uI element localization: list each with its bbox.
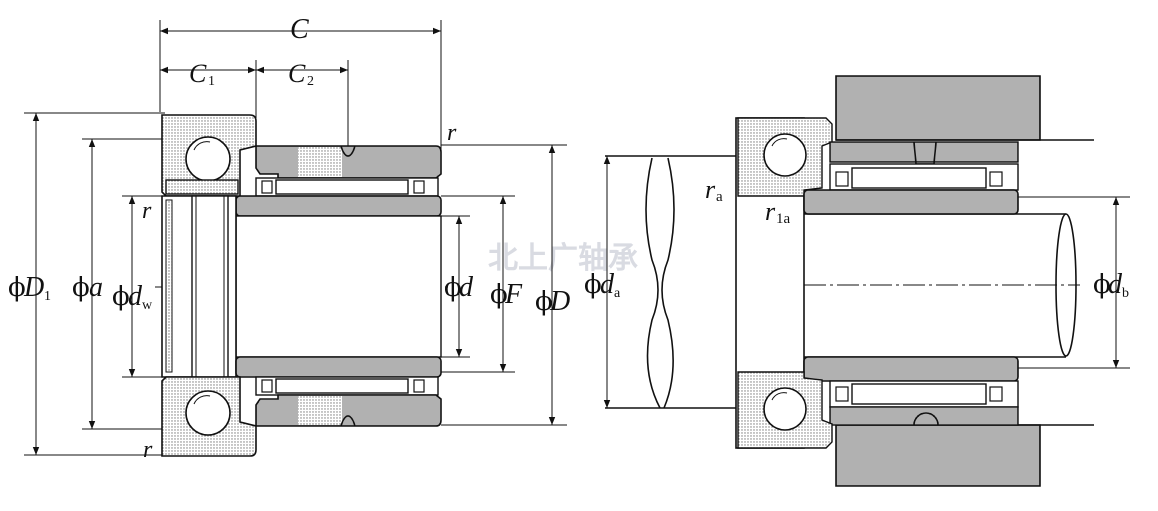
label-r1a-sub: 1a xyxy=(776,211,791,227)
housing-top xyxy=(835,75,1041,141)
needle-roller-bottom xyxy=(275,378,409,394)
dim-C1-sub: 1 xyxy=(208,74,215,89)
dim-dw-label: d xyxy=(128,281,143,312)
dim-r-bottom: r xyxy=(143,437,153,463)
phi-symbol: ϕ xyxy=(112,282,130,312)
ball-bottom xyxy=(185,390,231,436)
needle-roller-top xyxy=(275,179,409,195)
ball-inner-ring-web xyxy=(191,195,229,378)
dim-d-label: d xyxy=(459,272,474,303)
housing-bottom xyxy=(835,424,1041,487)
phi-symbol: ϕ xyxy=(1093,270,1111,300)
phi-symbol: ϕ xyxy=(490,280,508,310)
label-ra: r xyxy=(705,175,716,204)
ball-top xyxy=(185,136,231,182)
label-ra-sub: a xyxy=(716,189,723,205)
dim-r-left: r xyxy=(142,198,152,224)
needle-outer-ring-top xyxy=(255,145,442,179)
dim-C-label: C xyxy=(290,14,309,45)
dim-dw-sub: w xyxy=(142,298,153,313)
dim-da-sub: a xyxy=(614,286,621,301)
dim-D-label: D xyxy=(549,286,570,317)
right-view: ϕ d a ϕ d xyxy=(584,75,1130,487)
phi-symbol: ϕ xyxy=(72,273,90,303)
dim-a-label: a xyxy=(89,272,103,303)
phi-symbol: ϕ xyxy=(584,270,602,300)
phi-symbol: ϕ xyxy=(444,273,462,303)
phi-symbol: ϕ xyxy=(535,287,553,317)
ball-bottom-right xyxy=(763,387,807,431)
ball-top-right xyxy=(763,133,807,177)
watermark: 北上广轴承 xyxy=(488,241,638,276)
dim-C1-label: C xyxy=(189,59,207,88)
dim-C2-sub: 2 xyxy=(307,74,314,89)
dim-C2-label: C xyxy=(288,59,306,88)
dim-da-label: d xyxy=(600,269,615,300)
dim-D1-sub: 1 xyxy=(44,289,51,304)
dim-db-sub: b xyxy=(1122,286,1129,301)
dim-F-label: F xyxy=(504,279,523,310)
inner-ring-top xyxy=(235,195,442,217)
inner-ring-top-right xyxy=(803,189,1019,215)
needle-outer-ring-bottom xyxy=(255,394,442,427)
inner-ring-bottom-right xyxy=(803,356,1019,382)
dim-r-top: r xyxy=(447,120,457,146)
inner-ring-bottom xyxy=(235,356,442,378)
dim-D1-label: D xyxy=(23,272,44,303)
dim-db-label: d xyxy=(1108,269,1123,300)
label-r1a: r xyxy=(765,197,776,226)
phi-symbol: ϕ xyxy=(8,273,26,303)
left-view: C C 1 C 2 r r r ϕ D 1 ϕ a xyxy=(8,14,570,463)
